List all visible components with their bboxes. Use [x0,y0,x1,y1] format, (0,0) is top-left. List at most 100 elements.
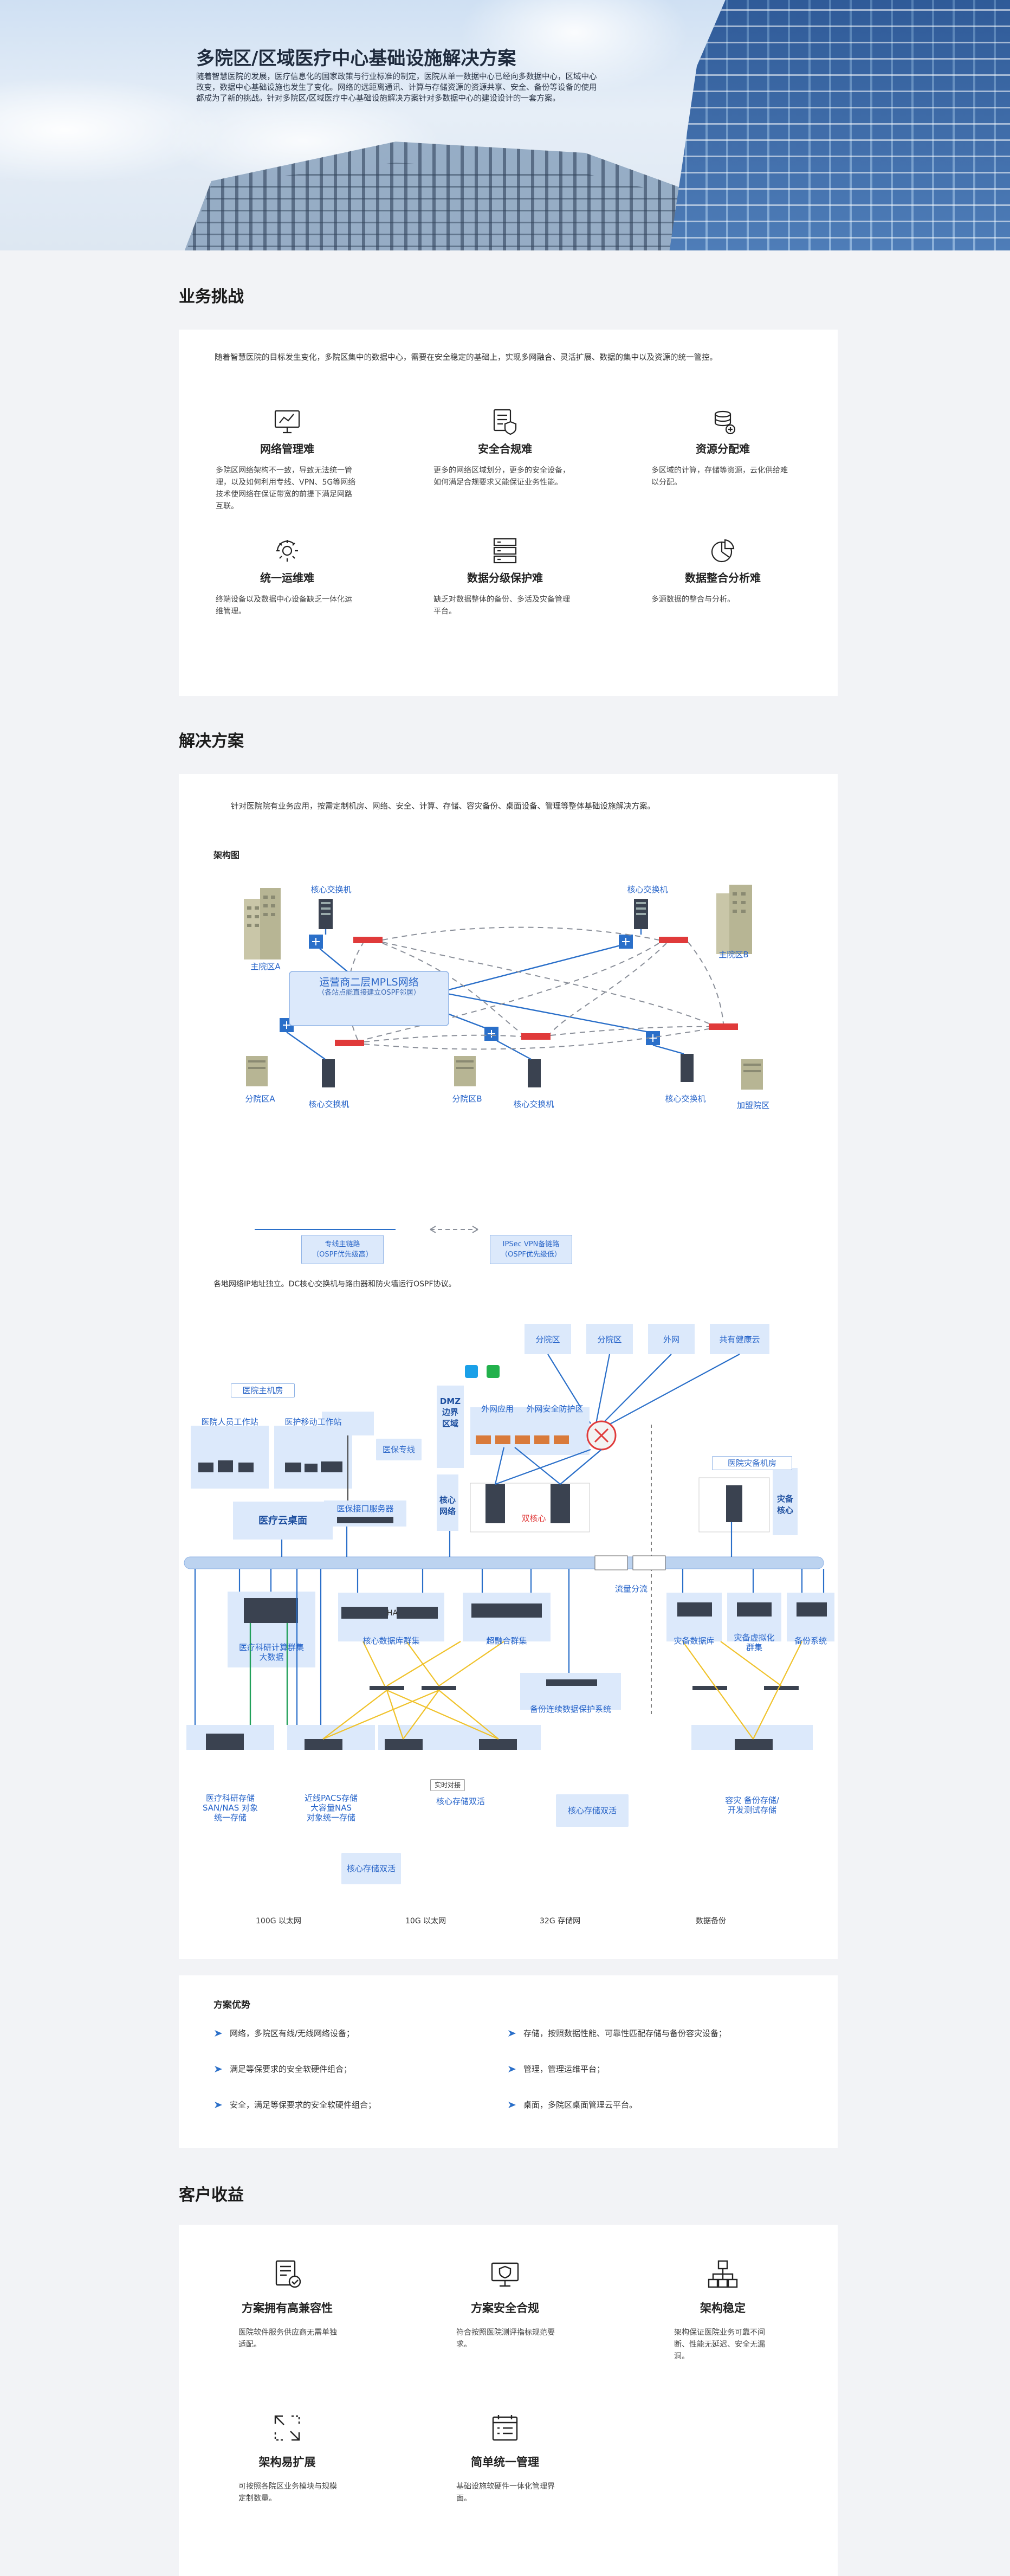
challenge-title: 安全合规难 [478,442,532,455]
core-storage-box: 核心存储双活 [556,1794,629,1827]
ext-app-label: 外网应用 [481,1404,514,1414]
advantage-item: 桌面，多院区桌面管理云平台。 [507,2099,637,2110]
workstation-icon [198,1460,342,1472]
core-network-label: 核心 网络 [439,1495,456,1516]
benefit-title: 方案安全合规 [471,2302,539,2315]
staff-ws-label: 医院人员工作站 [201,1417,258,1427]
dr-db-label: 灾备数据库 [674,1636,715,1646]
cloud-desktop-label: 医疗云桌面 [258,1515,307,1527]
challenge-desc: 多区域的计算，存储等资源，云化供给难以分配。 [651,466,788,487]
pacs-storage-label: 近线PACS存储 大容量NAS 对象统一存储 [304,1793,358,1822]
dual-core-label: 双核心 [521,1514,546,1523]
calendar-list-icon [486,2409,524,2447]
main-site-a-label: 主院区A [250,962,281,971]
dr-room-label: 医院灾备机房 [712,1456,792,1470]
advantage-item: 满足等保要求的安全软硬件组合； [213,2063,352,2075]
router-icon [484,1027,498,1041]
ops-gear-icon [271,534,303,567]
core-switch-label: 核心交换机 [665,1094,706,1104]
ext-security-label: 外网安全防护区 [526,1404,584,1414]
advantage-text: 安全，满足等保要求的安全软硬件组合； [230,2100,377,2110]
benefits-card: 方案拥有高兼容性 医院软件服务供应商无需单独适配。 方案安全合规 符合按照医院测… [179,2225,838,2576]
challenge-title: 数据分级保护难 [467,571,543,584]
resource-sync-icon [707,405,739,438]
wechat-icon [487,1365,500,1378]
legend-vpn-line: IPSec VPN备链路 （OSPF优先级低） [490,1235,572,1264]
advantage-text: 管理，管理运维平台； [523,2064,605,2074]
core-storage-box: 核心存储双活 [341,1853,401,1884]
challenges-card: 随着智慧医院的目标发生变化，多院区集中的数据中心，需要在安全稳定的基础上，实现多… [179,330,838,696]
expand-arrows-icon [268,2409,306,2447]
challenge-desc: 多院区网络架构不一致，导致无法统一管理，以及如何利用专线、VPN、5G等网络技术… [216,466,356,511]
med-server-label: 医保接口服务器 [336,1504,394,1514]
hero-description: 随着智慧医院的发展，医疗信息化的国家政策与行业标准的制定，医院从单一数据中心已经… [196,73,597,103]
core-switch-icon [322,1059,335,1087]
branch-label: 分院区 [535,1335,560,1344]
core-switch-label: 核心交换机 [627,885,668,894]
building-icon [716,885,752,954]
core-storage-label: 核心存储双活 [436,1796,485,1806]
benefit-stable: 架构稳定 架构保证医院业务可靠不间断、性能无延迟、安全无漏洞。 [636,2255,810,2362]
core-switch-icon [551,1484,570,1523]
core-switch-icon [681,1054,694,1082]
challenges-section-title: 业务挑战 [179,287,244,306]
backup-cdp-label: 备份连续数据保护系统 [529,1704,611,1714]
core-switch-icon [634,899,648,929]
switch-icon [632,1555,666,1570]
dr-core-label: 灾备 核心 [776,1494,793,1515]
benefit-desc: 基础设施软硬件一体化管理界面。 [456,2482,555,2503]
external-net-label: 外网 [663,1335,679,1344]
benefit-title: 方案拥有高兼容性 [242,2302,333,2315]
arrow-icon [215,2030,222,2037]
research-cluster-label: 医疗科研计算群集 大数据 [238,1643,304,1662]
benefit-title: 架构易扩展 [258,2456,316,2469]
benefit-security: 方案安全合规 符合按照医院测评指标规范要求。 [418,2255,592,2350]
legend-backup: 数据备份 [696,1917,726,1925]
legend-100g: 100G 以太网 [256,1917,302,1925]
building-icon [244,888,281,959]
core-switch-icon [319,899,333,929]
challenge-title: 数据整合分析难 [685,571,761,584]
firewall-icon [335,937,738,1046]
advantage-text: 网络，多院区有线/无线网络设备； [230,2028,355,2038]
switch-icon [594,1555,628,1570]
diagram1-note: 各地网络IP地址独立。DC核心交换机与路由器和防火墙运行OSPF协议。 [213,1280,456,1289]
advantage-item: 安全，满足等保要求的安全软硬件组合； [213,2099,376,2110]
datacenter-topology-diagram [184,1324,834,1750]
building-icon [741,1059,763,1090]
arrow-icon [508,2030,516,2037]
challenge-title: 统一运维难 [260,571,314,584]
solution-intro: 针对医院院有业务应用，按需定制机房、网络、安全、计算、存储、容灾备份、桌面设备、… [231,802,655,811]
page-title: 多院区/区域医疗中心基础设施解决方案 [196,48,516,69]
pie-analysis-icon [707,534,739,567]
arrow-icon [508,2101,516,2108]
advantages-card: 方案优势 网络，多院区有线/无线网络设备； 存储，按照数据性能、可靠性匹配存储与… [179,1975,838,2148]
router-icon [309,935,323,949]
arrow-icon [508,2065,516,2072]
host-room-label: 医院主机房 [231,1383,295,1398]
realtime-badge: 实时对接 [430,1779,465,1791]
challenge-desc: 多源数据的整合与分析。 [651,595,735,604]
mobile-ws-label: 医护移动工作站 [284,1417,342,1427]
benefit-management: 简单统一管理 基础设施软硬件一体化管理界面。 [418,2409,592,2504]
advantage-item: 管理，管理运维平台； [507,2063,605,2075]
secure-monitor-icon [486,2255,524,2293]
hierarchy-icon [704,2255,742,2293]
health-cloud-label: 共有健康云 [719,1335,760,1344]
hero-banner [0,0,1010,250]
shield-document-icon [489,405,521,438]
challenge-analysis: 数据整合分析难 多源数据的整合与分析。 [636,534,810,606]
research-storage-label: 医疗科研存储 SAN/NAS 对象 统一存储 [202,1793,258,1822]
advantage-text: 桌面，多院区桌面管理云平台。 [523,2100,638,2110]
hyper-cluster-label: 超融合群集 [486,1636,527,1646]
arch-title: 架构图 [213,850,240,860]
core-db-label: 核心数据库群集 [362,1636,420,1646]
dr-virt-label: 灾备虚拟化 群集 [734,1633,775,1652]
branch-b-label: 分院区B [452,1094,482,1104]
challenge-resource: 资源分配难 多区域的计算，存储等资源，云化供给难以分配。 [636,405,810,488]
challenge-security: 安全合规难 更多的网络区域划分，更多的安全设备，如何满足合规要求又能保证业务性能… [418,405,592,488]
alipay-icon [465,1365,478,1378]
challenge-data-protection: 数据分级保护难 缺乏对数据整体的备份、多活及灾备管理平台。 [418,534,592,617]
branch-join-label: 加盟院区 [736,1100,769,1110]
core-switch-label: 核心交换机 [310,885,352,894]
